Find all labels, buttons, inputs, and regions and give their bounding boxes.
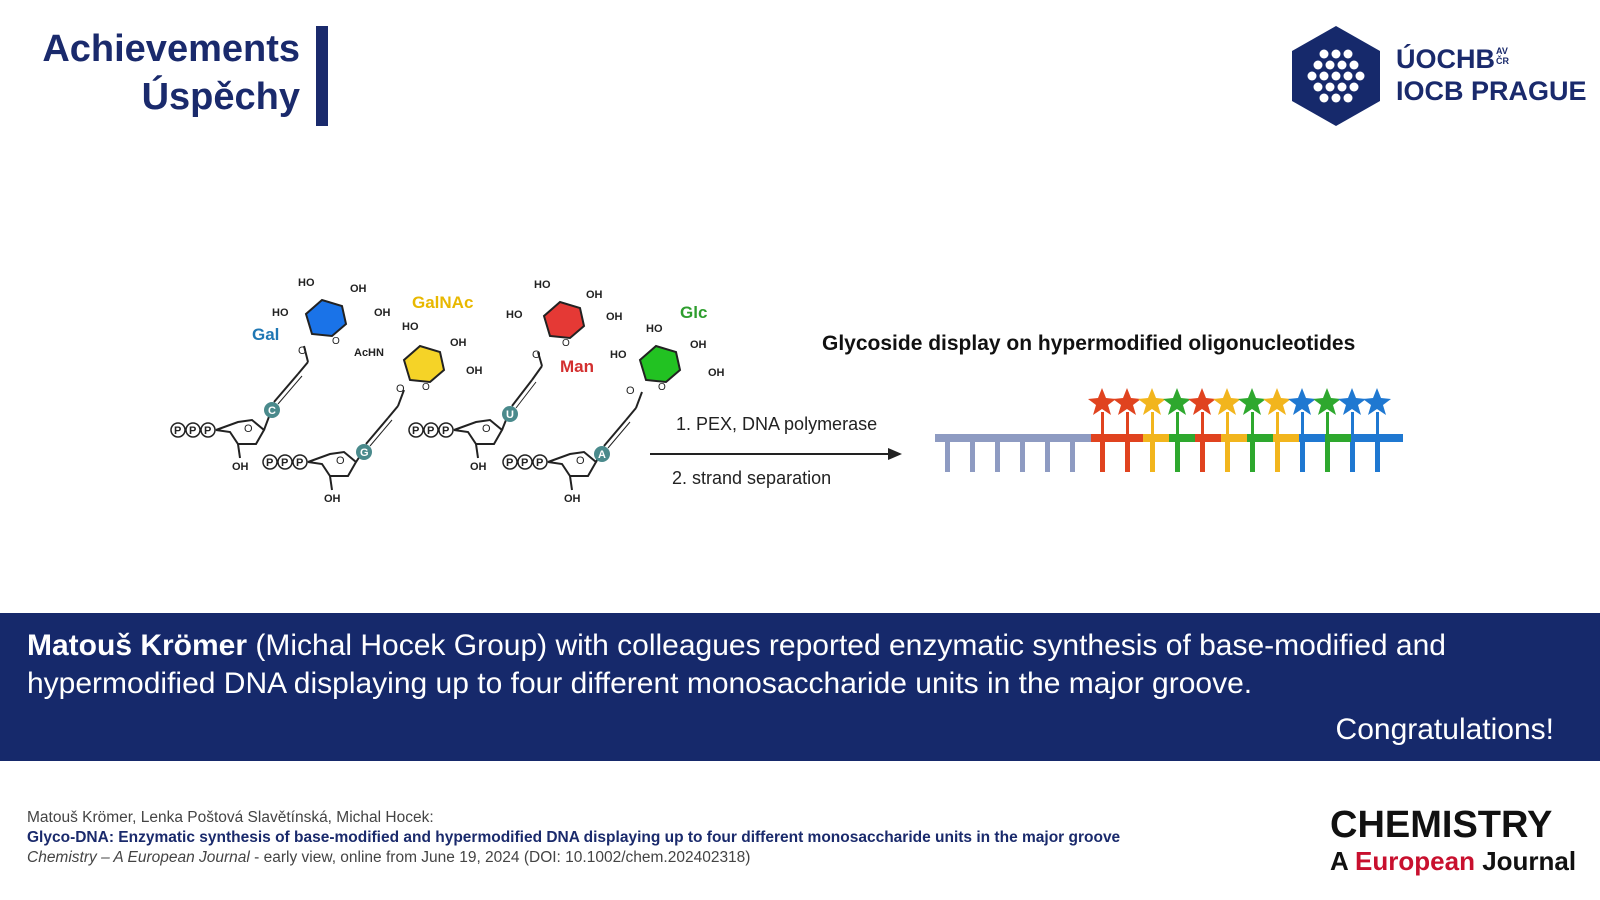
svg-text:OH: OH [606, 311, 623, 323]
nucleotide-g-galnac: P P P O OH G O O GalNAc HO OH AcHN OH [262, 293, 483, 505]
banner-text: Matouš Krömer (Michal Hocek Group) with … [27, 627, 1577, 703]
svg-text:HO: HO [272, 307, 289, 319]
svg-text:P: P [442, 425, 449, 437]
svg-text:G: G [360, 447, 369, 459]
svg-text:O: O [658, 382, 666, 393]
svg-text:P: P [174, 425, 181, 437]
nucleotide-u-man: P P P O OH U O O Man HO OH HO OH [408, 279, 623, 473]
svg-text:OH: OH [466, 365, 483, 377]
svg-text:O: O [482, 423, 491, 435]
svg-text:OH: OH [374, 307, 391, 319]
svg-text:O: O [244, 423, 253, 435]
glyco-dna-scheme: P P P O OH C O O Gal HO OH HO OH P P P O… [170, 277, 1403, 505]
svg-text:O: O [532, 349, 541, 361]
scheme-title: Glycoside display on hypermodified oligo… [822, 332, 1355, 355]
iocb-hexagon-icon [1292, 26, 1380, 126]
reaction-arrow: 1. PEX, DNA polymerase 2. strand separat… [650, 414, 902, 488]
svg-text:Gal: Gal [252, 325, 279, 344]
svg-text:GalNAc: GalNAc [412, 293, 473, 312]
congratulations-text: Congratulations! [1335, 713, 1554, 746]
svg-text:P: P [189, 425, 196, 437]
header-title-en: Achievements [42, 28, 300, 70]
svg-text:AcHN: AcHN [354, 347, 384, 359]
nucleotide-c-gal: P P P O OH C O O Gal HO OH HO OH [170, 277, 391, 473]
svg-text:OH: OH [324, 493, 341, 505]
svg-text:P: P [204, 425, 211, 437]
svg-text:HO: HO [402, 321, 419, 333]
svg-text:OH: OH [690, 339, 707, 351]
svg-text:P: P [521, 457, 528, 469]
svg-text:P: P [296, 457, 303, 469]
svg-text:A: A [598, 449, 606, 461]
banner-description: (Michal Hocek Group) with colleagues rep… [27, 629, 1446, 700]
svg-text:OH: OH [450, 337, 467, 349]
svg-text:O: O [576, 455, 585, 467]
svg-text:P: P [266, 457, 273, 469]
svg-text:Glc: Glc [680, 303, 707, 322]
citation-journal: Chemistry – A European Journal - early v… [27, 849, 751, 866]
svg-text:OH: OH [232, 461, 249, 473]
header-title-cz: Úspěchy [141, 76, 300, 118]
citation-block: Matouš Krömer, Lenka Poštová Slavětínská… [27, 808, 1120, 868]
svg-text:P: P [506, 457, 513, 469]
svg-text:HO: HO [534, 279, 551, 291]
section-header: Achievements Úspěchy [28, 26, 328, 126]
svg-text:O: O [298, 345, 307, 357]
svg-text:HO: HO [646, 323, 663, 335]
svg-text:2. strand separation: 2. strand separation [672, 468, 831, 488]
svg-text:P: P [536, 457, 543, 469]
citation-title: Glyco-DNA: Enzymatic synthesis of base-m… [27, 829, 1121, 846]
svg-text:OH: OH [350, 283, 367, 295]
svg-text:HO: HO [298, 277, 315, 289]
logo-text-uochb: ÚOCHB [1396, 44, 1495, 74]
svg-text:U: U [506, 409, 514, 421]
svg-text:O: O [562, 338, 570, 349]
svg-text:C: C [268, 405, 276, 417]
chemistry-journal-logo: CHEMISTRY A European Journal [1330, 804, 1576, 876]
svg-text:HO: HO [610, 349, 627, 361]
svg-text:1. PEX, DNA polymerase: 1. PEX, DNA polymerase [676, 414, 877, 434]
svg-text:P: P [412, 425, 419, 437]
researcher-name: Matouš Krömer [27, 629, 248, 662]
svg-text:P: P [281, 457, 288, 469]
svg-text:O: O [332, 336, 340, 347]
svg-text:O: O [336, 455, 345, 467]
svg-text:OH: OH [586, 289, 603, 301]
header-accent-bar [316, 26, 328, 126]
svg-text:O: O [396, 383, 405, 395]
svg-text:OH: OH [470, 461, 487, 473]
citation-authors: Matouš Krömer, Lenka Poštová Slavětínská… [27, 809, 434, 826]
hypermodified-oligonucleotide [935, 388, 1403, 472]
svg-text:Man: Man [560, 357, 594, 376]
journal-logo-chemistry: CHEMISTRY [1330, 804, 1553, 846]
nucleotide-a-glc: P P P O OH A O O Glc HO OH HO OH [502, 303, 725, 505]
svg-text:OH: OH [708, 367, 725, 379]
svg-text:OH: OH [564, 493, 581, 505]
svg-text:HO: HO [506, 309, 523, 321]
logo-text-iocb: IOCB PRAGUE [1396, 76, 1587, 106]
svg-text:P: P [427, 425, 434, 437]
achievement-banner: Matouš Krömer (Michal Hocek Group) with … [0, 613, 1600, 761]
svg-text:O: O [422, 382, 430, 393]
journal-logo-subtitle: A European Journal [1330, 846, 1577, 876]
svg-text:O: O [626, 385, 635, 397]
